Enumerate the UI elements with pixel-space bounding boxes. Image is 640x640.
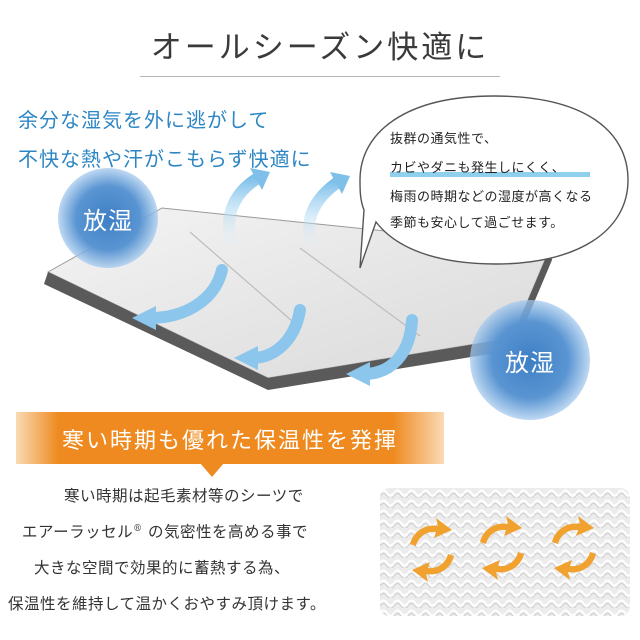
lead-line-2: 不快な熱や汗がこもらず快適に xyxy=(18,147,312,171)
speech-bubble xyxy=(359,95,629,269)
airflow-up-arrows xyxy=(222,168,350,246)
heat-retention-banner xyxy=(16,412,444,464)
body-line-2: エアーラッセル® の気密性を高める事で xyxy=(22,520,308,542)
bubble-line-1: 抜群の通気性で、 xyxy=(390,132,498,147)
moisture-release-badge-right: 放湿 xyxy=(470,300,590,420)
registered-mark: ® xyxy=(133,523,143,534)
moisture-release-badge-left: 放湿 xyxy=(58,168,158,268)
circulation-arrows xyxy=(410,516,596,582)
body-line-3: 大きな空間で効果的に蓄熱する為、 xyxy=(34,559,291,577)
airflow-out-arrows xyxy=(132,264,418,386)
bubble-line-3: 梅雨の時期などの湿度が高くなる xyxy=(390,190,593,205)
body-line-1: 寒い時期は起毛素材等のシーツで xyxy=(64,487,304,505)
body-line-2-start: エアーラッセル xyxy=(22,523,134,541)
fabric-closeup-image xyxy=(380,488,630,616)
bubble-line-2: カビやダニも発生しにくく、 xyxy=(390,161,566,176)
body-line-4: 保温性を維持して温かくおやすみ頂けます。 xyxy=(8,595,326,613)
lead-line-1: 余分な湿気を外に逃がして xyxy=(18,108,270,132)
body-line-2-rest: の気密性を高める事で xyxy=(148,523,309,541)
banner-text: 寒い時期も優れた保温性を発揮 xyxy=(61,429,398,454)
page-title: オールシーズン快適に xyxy=(150,30,490,66)
bubble-line-4: 季節も安心して過ごせます。 xyxy=(390,216,564,231)
title-divider xyxy=(140,76,500,77)
banner-pointer xyxy=(200,463,224,477)
highlight-underline xyxy=(390,172,590,177)
